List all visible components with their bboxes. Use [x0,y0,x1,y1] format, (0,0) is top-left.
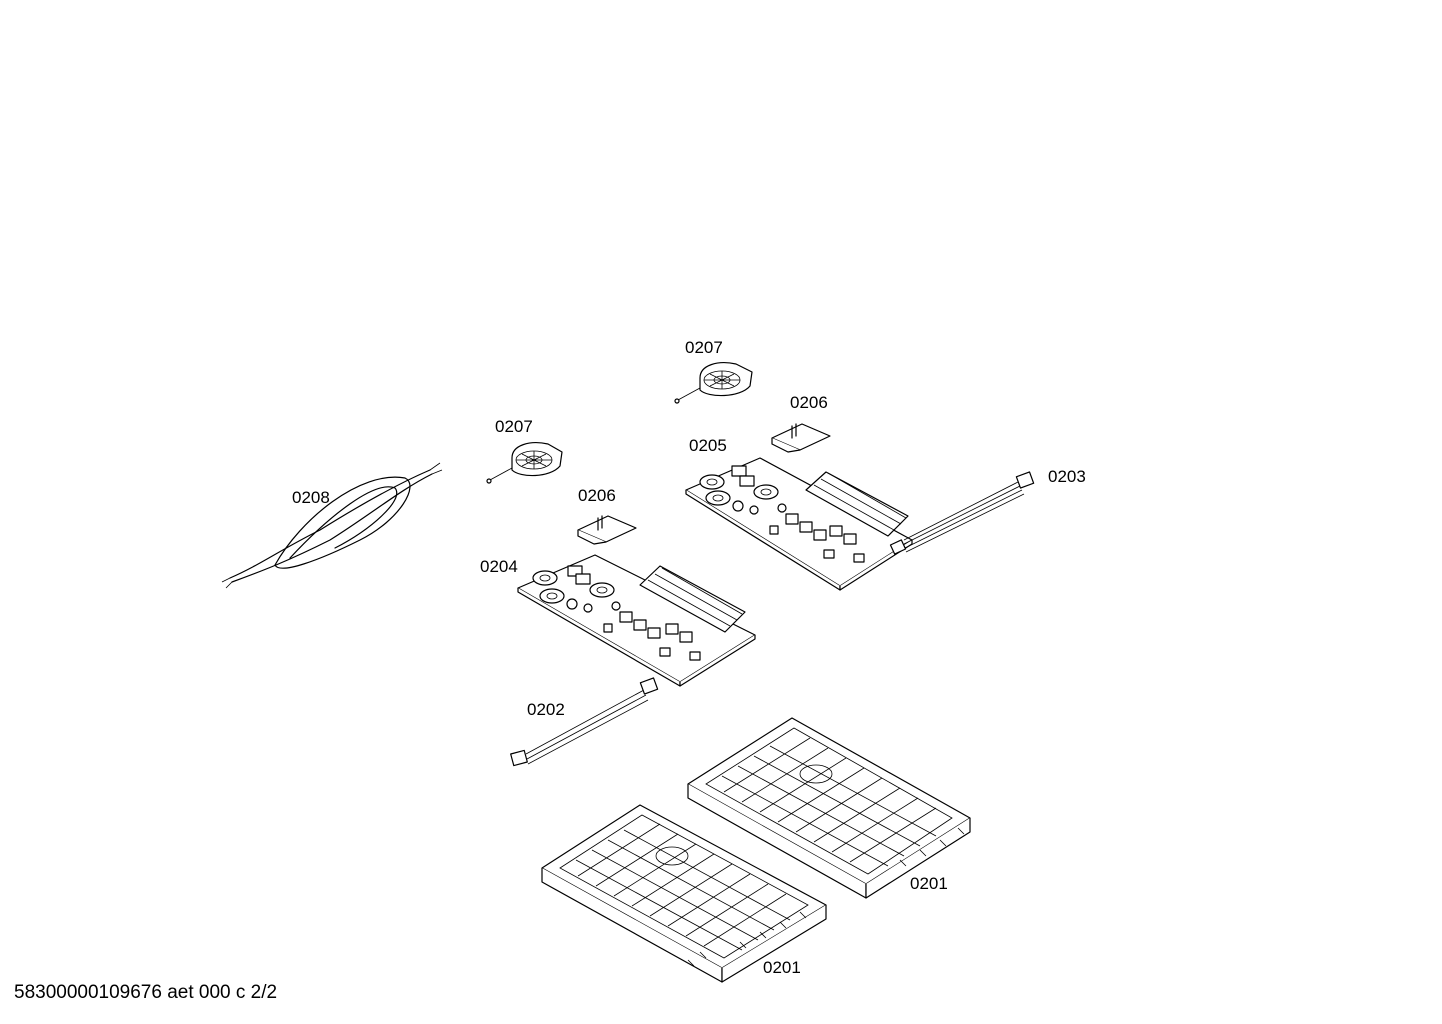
part-0202-harness [510,677,659,767]
part-0206-bracket-left [577,515,637,545]
callout-0207-fan-left: 0207 [495,417,533,436]
callout-0205-board-right: 0205 [689,436,727,455]
callout-0207-fan-right: 0207 [685,338,723,357]
part-0204-board-left [517,554,756,687]
callout-0206-bracket-left: 0206 [578,486,616,505]
part-0208-cable [221,462,443,589]
part-0203-harness [889,471,1035,555]
callout-0206-bracket-right: 0206 [790,393,828,412]
document-id: 58300000109676 aet 000 c 2/2 [14,982,278,1003]
callout-0203-harness: 0203 [1048,467,1086,486]
part-0201-housing-right [687,717,971,899]
callout-0204-board-left: 0204 [480,557,518,576]
callout-0202-harness: 0202 [527,700,565,719]
part-0207-fan-left [486,442,563,484]
part-0207-fan-right [674,362,753,404]
part-0201-housing-left [541,804,827,983]
part-0205-board-right [685,457,913,591]
callout-0201-housing-right: 0201 [910,874,948,893]
callout-0201-housing-left: 0201 [763,958,801,977]
part-0206-bracket-right [771,423,831,453]
callout-0208-cable: 0208 [292,488,330,507]
